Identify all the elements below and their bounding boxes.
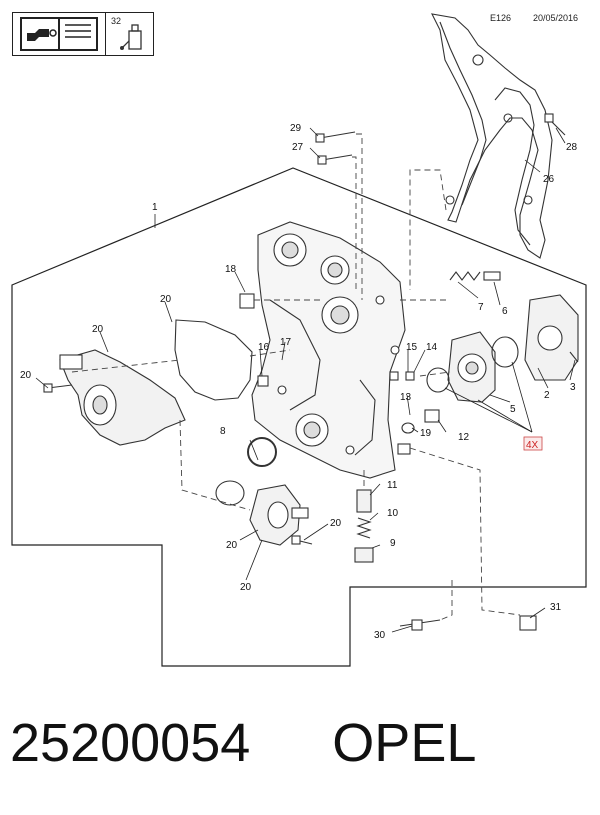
callout-20-gasket: 20 xyxy=(160,294,172,305)
leader-lines xyxy=(35,127,576,633)
callout-31: 31 xyxy=(550,602,562,613)
thermostat-seal xyxy=(215,480,245,506)
callout-1: 1 xyxy=(152,202,158,213)
callout-12: 12 xyxy=(458,432,470,443)
callout-5: 5 xyxy=(510,404,516,415)
callout-9: 9 xyxy=(390,538,396,549)
callout-26: 26 xyxy=(543,174,555,185)
callout-3: 3 xyxy=(570,382,576,393)
callout-20-thermo-bolt: 20 xyxy=(330,518,342,529)
diagram-date: 20/05/2016 xyxy=(533,13,579,23)
callout-13: 13 xyxy=(400,392,412,403)
oil-pump-cover xyxy=(524,294,579,381)
open-book-wrench-icon xyxy=(13,13,106,55)
callout-20-pump: 20 xyxy=(92,324,104,335)
callout-20-seal: 20 xyxy=(226,540,238,551)
callout-11: 11 xyxy=(387,480,398,491)
assembly-boundary xyxy=(11,167,587,667)
tube-bottle-icon xyxy=(117,23,149,53)
pressure-relief-spring xyxy=(449,271,501,281)
oil-pump-seals xyxy=(426,336,519,393)
callout-20-thermostat: 20 xyxy=(240,582,252,593)
callout-14: 14 xyxy=(426,342,438,353)
callout-29: 29 xyxy=(290,123,302,134)
timing-cover-gasket xyxy=(431,13,553,259)
water-pump-gasket xyxy=(174,319,253,401)
front-crankshaft-seal xyxy=(247,437,277,467)
callout-20-bolt: 20 xyxy=(20,370,32,381)
callout-19: 19 xyxy=(420,428,432,439)
quantity-box-4x xyxy=(523,436,543,451)
brand-name: OPEL xyxy=(332,713,477,773)
callout-27: 27 xyxy=(292,142,304,153)
diagram-code: E126 xyxy=(490,13,512,23)
callout-15: 15 xyxy=(406,342,418,353)
callout-2: 2 xyxy=(544,390,550,401)
water-pump-housing xyxy=(59,349,186,446)
callout-10: 10 xyxy=(387,508,399,519)
callout-labels: 1 2 3 4X 5 6 7 8 9 10 11 12 13 14 15 16 … xyxy=(20,123,578,641)
engine-front-cover xyxy=(251,221,406,479)
footer-caption: 25200054 OPEL xyxy=(10,712,590,802)
thermostat-housing xyxy=(249,484,309,546)
ref-number: 32 xyxy=(111,16,122,26)
callout-28: 28 xyxy=(566,142,578,153)
callout-30: 30 xyxy=(374,630,386,641)
bolts xyxy=(43,113,579,631)
callout-17: 17 xyxy=(280,337,292,348)
oil-pressure-plug-stack xyxy=(354,489,374,563)
exploded-parts-diagram: 1 2 3 4X 5 6 7 8 9 10 11 12 13 14 15 16 … xyxy=(11,13,587,667)
callout-18: 18 xyxy=(225,264,237,275)
header-icon-box: 32 xyxy=(12,12,154,56)
callout-4x: 4X xyxy=(526,440,539,451)
callout-8: 8 xyxy=(220,426,226,437)
callout-6: 6 xyxy=(502,306,508,317)
part-number: 25200054 xyxy=(10,713,251,773)
callout-7: 7 xyxy=(478,302,484,313)
callout-16: 16 xyxy=(258,342,270,353)
oil-pump xyxy=(447,331,496,403)
